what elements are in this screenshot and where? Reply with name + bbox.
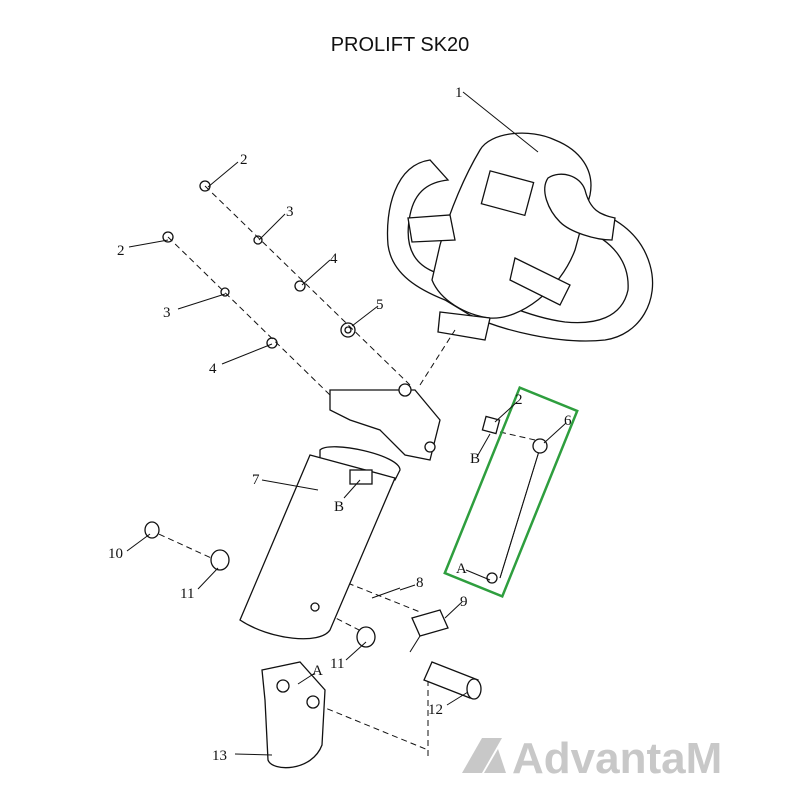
fasteners-group	[162, 180, 356, 349]
part-11-bushing-lower	[356, 626, 376, 648]
advantam-watermark-logo: AdvantaM	[462, 733, 782, 783]
callout-2-upper: 2	[240, 152, 248, 168]
callout-5: 5	[376, 297, 384, 313]
callout-4-upper: 4	[330, 251, 338, 267]
callout-10: 10	[108, 546, 123, 562]
part-4-nut-upper	[294, 280, 306, 292]
callout-1: 1	[455, 85, 463, 101]
callout-7: 7	[252, 472, 260, 488]
callout-B-screw: B	[470, 451, 480, 467]
watermark-text: AdvantaM	[512, 734, 722, 783]
part-7-tiller-arm	[239, 383, 441, 640]
callout-3-upper: 3	[286, 204, 294, 220]
callout-6: 6	[564, 413, 572, 429]
part-2-screw-right	[481, 415, 501, 435]
part-10-ring	[144, 521, 160, 539]
callout-11-lower: 11	[330, 656, 344, 672]
callout-2-left: 2	[117, 243, 125, 259]
part-8-bolt	[371, 587, 401, 599]
part-1-tiller-head	[386, 132, 654, 342]
part-9-switch	[411, 609, 449, 637]
callout-9: 9	[460, 594, 468, 610]
callout-2-right: 2	[515, 392, 523, 408]
callout-A-spring: A	[456, 561, 467, 577]
callout-A-bracket: A	[312, 663, 323, 679]
part-13-bracket	[261, 661, 326, 769]
callout-13: 13	[212, 748, 227, 764]
callout-8: 8	[416, 575, 424, 591]
part-12-pin	[423, 661, 482, 700]
callout-11-left: 11	[180, 586, 194, 602]
gas-spring-highlight-box	[443, 386, 579, 598]
part-6-gas-spring	[486, 438, 548, 584]
callout-B-arm: B	[334, 499, 344, 515]
part-4-nut-left	[266, 337, 278, 349]
part-11-bushing-left	[210, 549, 230, 571]
part-3-washer-upper	[253, 235, 263, 245]
callout-4-left: 4	[209, 361, 217, 377]
callout-3-left: 3	[163, 305, 171, 321]
callout-12: 12	[428, 702, 443, 718]
diagram-title: PROLIFT SK20	[330, 34, 470, 56]
